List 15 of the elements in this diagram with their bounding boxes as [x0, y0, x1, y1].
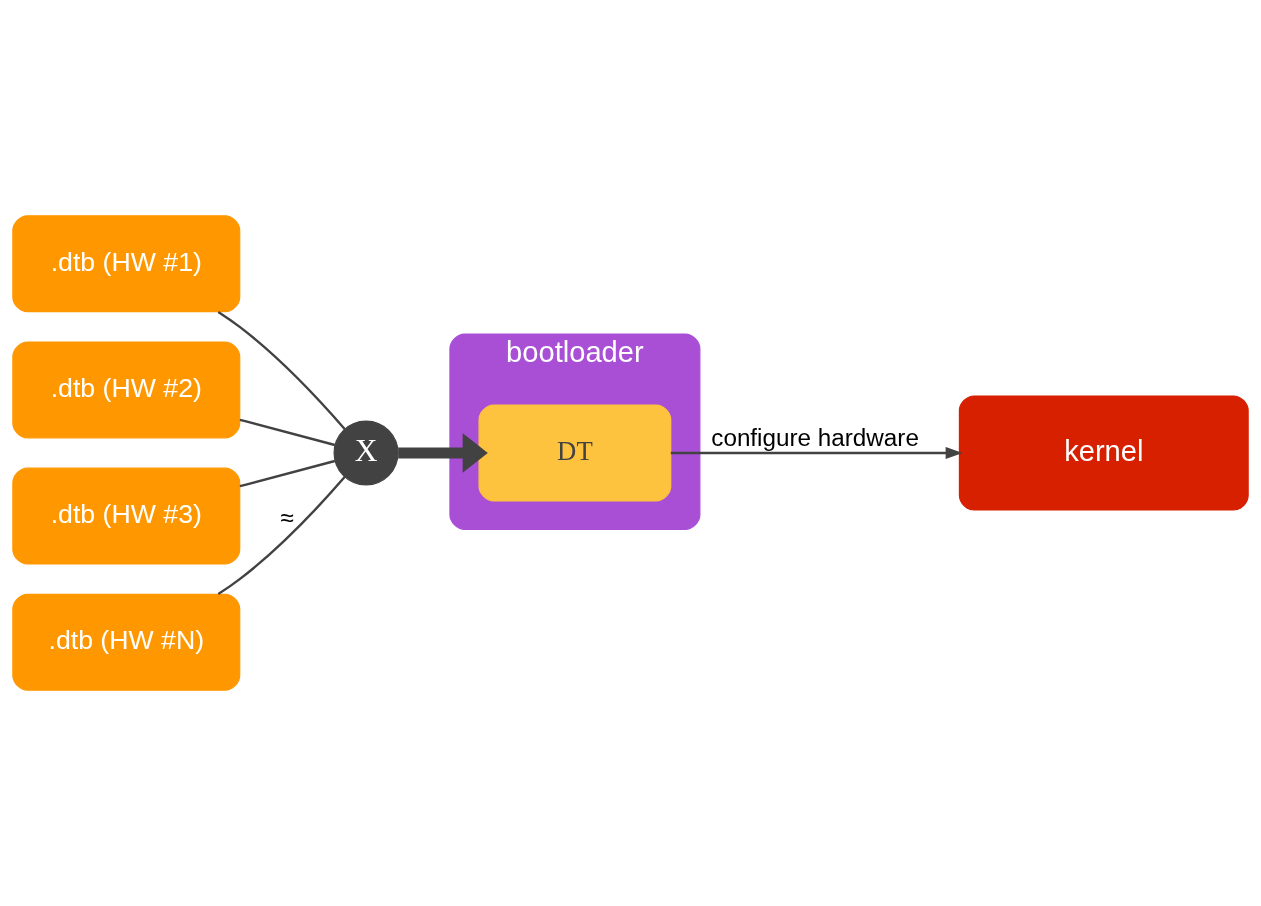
node-box: DT: [478, 404, 672, 502]
connector: [217, 476, 346, 596]
node-box: kernel: [958, 395, 1249, 511]
node-circle: X: [333, 420, 399, 486]
connector: [217, 310, 346, 430]
node-box: .dtb (HW #3): [12, 467, 241, 565]
edge-label: configure hardware: [711, 423, 919, 451]
node-box: .dtb (HW #1): [12, 215, 241, 313]
node-box: .dtb (HW #2): [12, 341, 241, 439]
node-box: .dtb (HW #N): [12, 593, 241, 691]
arrow: [670, 447, 963, 459]
edge-label: ≈: [280, 503, 294, 531]
connector: [239, 459, 336, 488]
connector: [239, 418, 336, 447]
arrow: [398, 433, 488, 473]
